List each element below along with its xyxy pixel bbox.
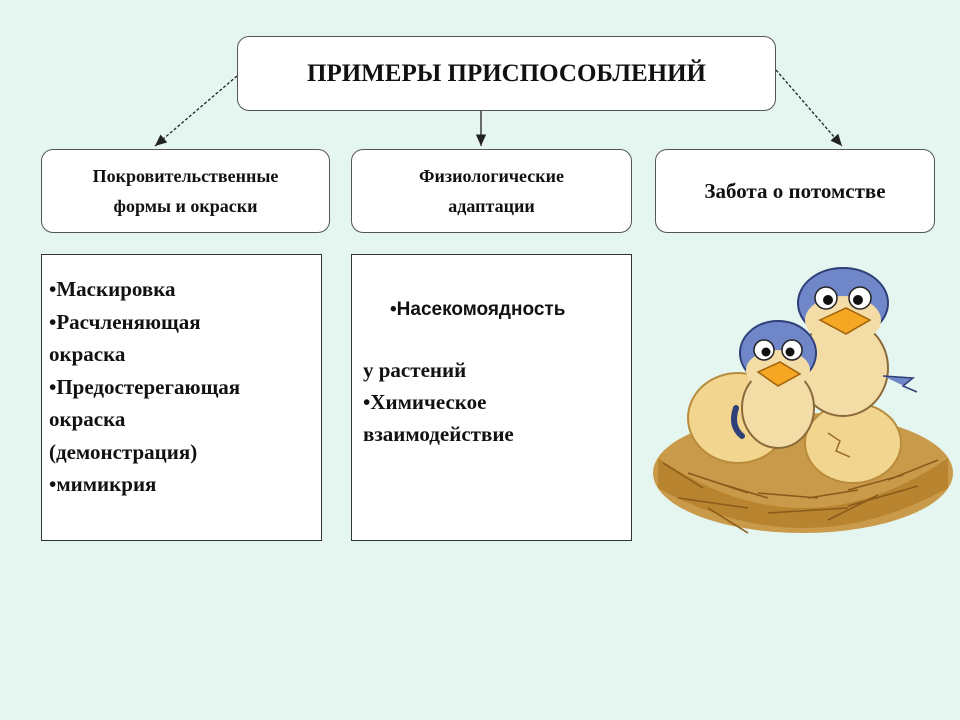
list-item: •Маскировка — [49, 277, 176, 301]
physiological-examples-list: •Насекомоядность у растений •Химическое … — [351, 254, 632, 541]
arrow-to-cat1 — [154, 75, 238, 147]
diagram-title: ПРИМЕРЫ ПРИСПОСОБЛЕНИЙ — [237, 36, 776, 111]
list-item: •Химическое взаимодействие — [363, 390, 514, 446]
list-item: •Насекомоядность — [390, 299, 566, 320]
category-offspring-care: Забота о потомстве — [655, 149, 935, 233]
list-item: •Расчленяющая окраска — [49, 309, 201, 367]
category-protective-forms: Покровительственные формы и окраски — [41, 149, 330, 233]
list-item: •Предостерегающая окраска (демонстрация) — [49, 374, 241, 464]
arrow-to-cat3 — [775, 69, 843, 147]
list-item: •мимикрия — [49, 472, 157, 496]
protective-examples-list: •Маскировка •Расчленяющая окраска •Предо… — [41, 254, 322, 541]
list-item: у растений — [363, 358, 467, 382]
birds-in-nest-illustration — [653, 267, 953, 534]
category-physiological: Физиологические адаптации — [351, 149, 632, 233]
